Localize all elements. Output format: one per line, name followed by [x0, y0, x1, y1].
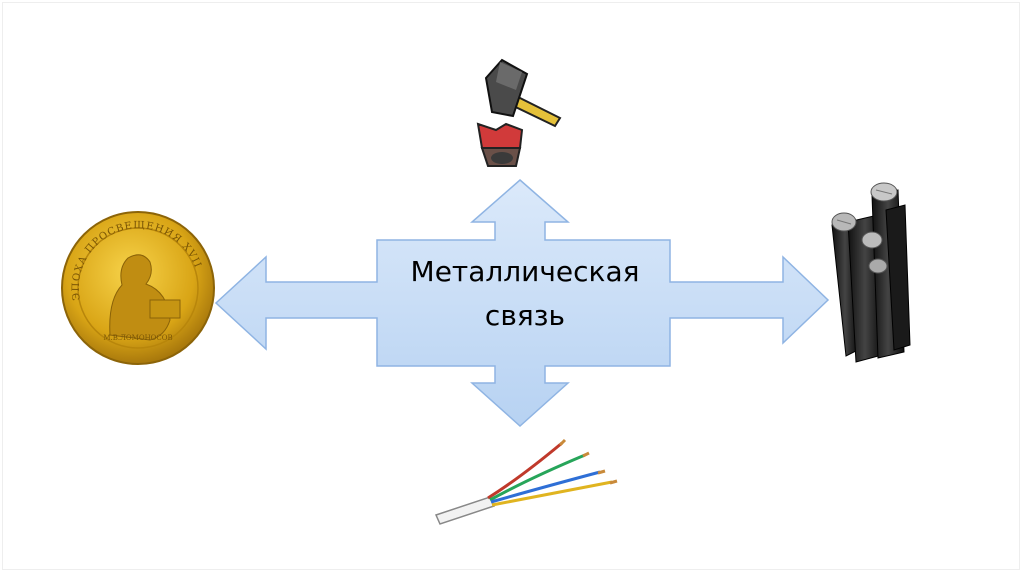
center-label: Металлическая связь	[375, 250, 675, 338]
power-cable-icon	[832, 183, 910, 362]
stripped-wire-icon	[436, 440, 617, 524]
center-label-line2: связь	[375, 294, 675, 338]
center-label-line1: Металлическая	[375, 250, 675, 294]
coin-inscription-bottom: М.В.ЛОМОНОСОВ	[103, 334, 172, 342]
gold-coin-icon: ЭПОХА ПРОСВЕЩЕНИЯ XVIII В. М.В.ЛОМОНОСОВ	[0, 0, 214, 364]
hammer-anvil-icon	[478, 60, 560, 166]
